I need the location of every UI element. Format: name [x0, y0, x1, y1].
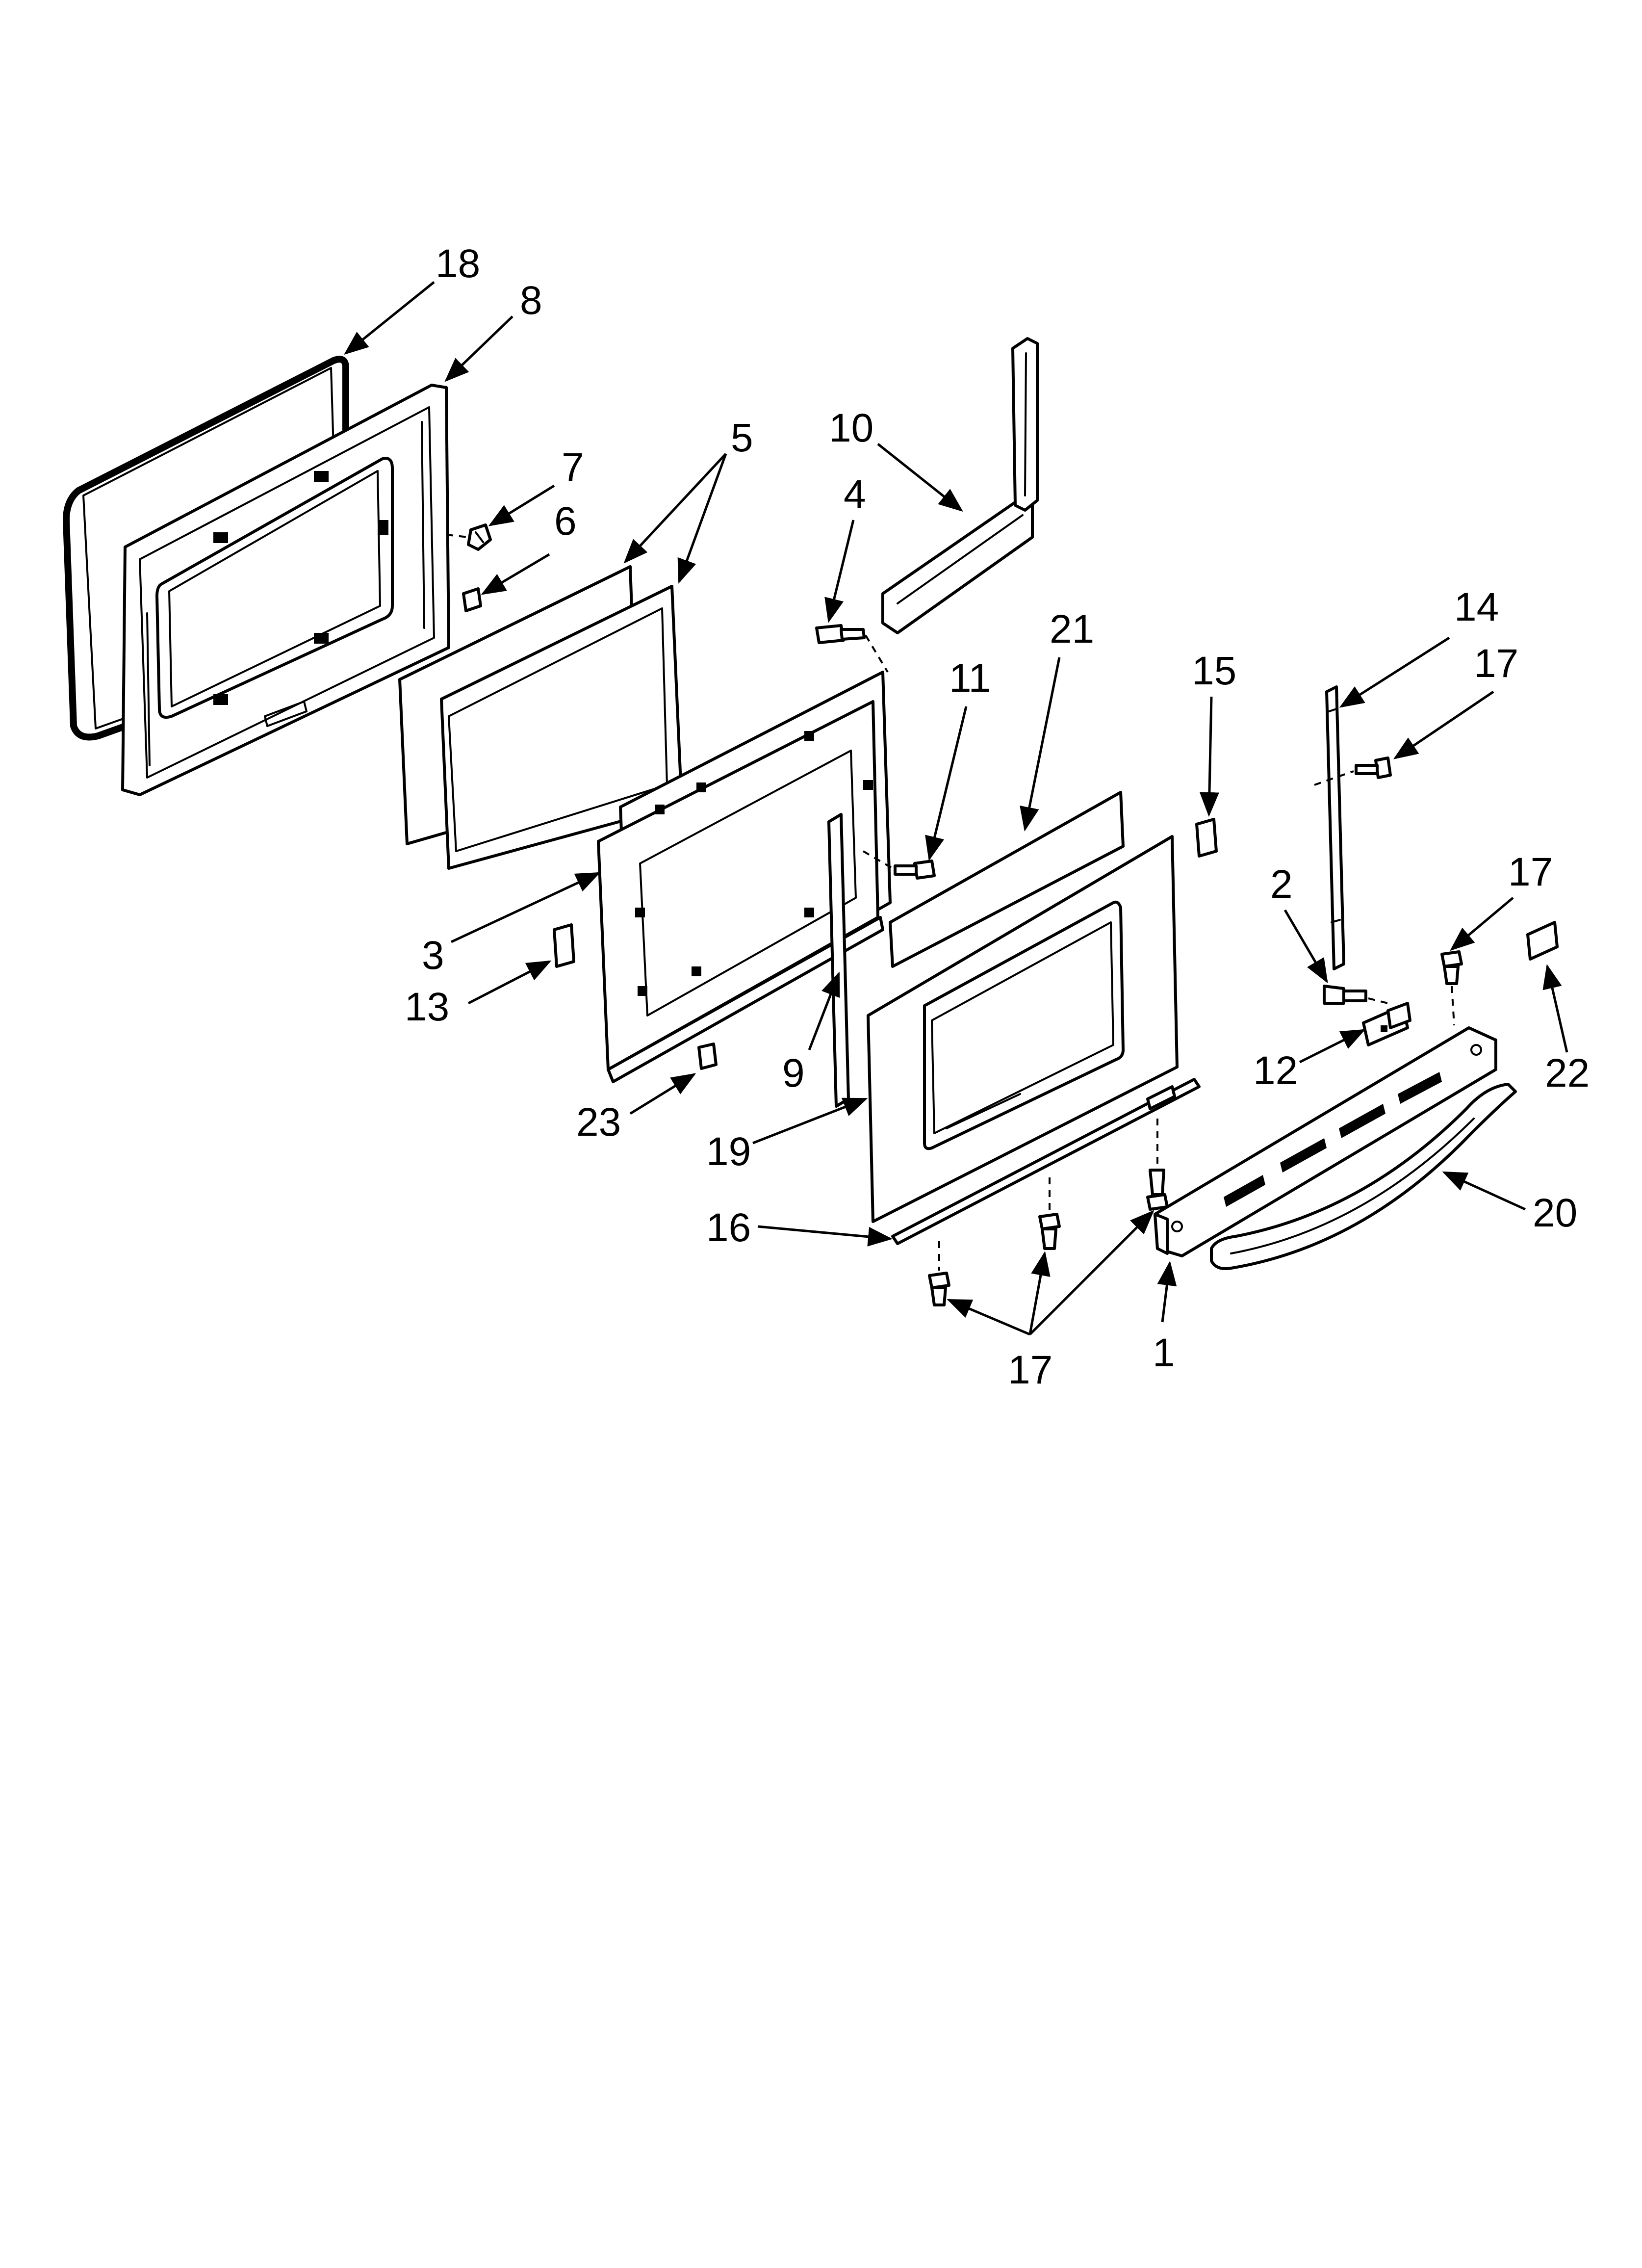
part-3-glass-pack-frame: [597, 671, 892, 1083]
callout-labels: 18 8 7 6 5 10 4 21 11 15 14 17 3 13 9 23…: [405, 241, 1590, 1392]
part-12-mounting-bracket: [1362, 1002, 1411, 1046]
part-22-label: [1526, 921, 1559, 961]
part-17-screw-right: [1355, 756, 1392, 779]
part-21-insulation: [889, 791, 1125, 968]
callout-19: 19: [706, 1129, 751, 1174]
callout-15: 15: [1192, 649, 1236, 693]
part-17-screw-upper-right: [1440, 950, 1463, 985]
part-13-label: [553, 923, 575, 968]
callout-11: 11: [949, 656, 991, 701]
callout-9: 9: [782, 1051, 805, 1095]
callout-12: 12: [1253, 1048, 1298, 1093]
callout-7: 7: [562, 445, 584, 490]
part-17-screw-bottom-b: [1038, 1213, 1061, 1250]
part-17-screw-bottom-c: [1146, 1169, 1169, 1211]
callout-10: 10: [829, 406, 873, 450]
part-2-screw: [1323, 985, 1367, 1005]
callout-20: 20: [1533, 1191, 1577, 1235]
part-4-screw: [815, 624, 866, 644]
part-8-inner-door-frame: [121, 384, 450, 796]
callout-5: 5: [731, 416, 753, 460]
callout-leaders: [344, 281, 1568, 1336]
callout-18: 18: [436, 241, 480, 286]
part-23-label: [697, 1043, 718, 1070]
part-19-outer-door-panel: [867, 835, 1179, 1223]
part-17-screw-bottom-a: [928, 1272, 950, 1306]
callout-21: 21: [1050, 607, 1094, 652]
part-7-clip: [467, 523, 492, 551]
callout-4: 4: [844, 472, 866, 517]
part-14-vertical-strip: [1325, 685, 1345, 970]
part-15-label: [1195, 818, 1218, 858]
part-1-vent-trim: [1154, 1026, 1497, 1257]
part-10-vent-bracket: [881, 337, 1039, 634]
callout-13: 13: [405, 985, 449, 1029]
callout-23: 23: [576, 1100, 621, 1145]
callout-17-upper-right: 17: [1508, 850, 1553, 894]
part-6-block: [462, 587, 482, 612]
part-16-bottom-trim: [891, 1078, 1201, 1245]
callout-14: 14: [1454, 585, 1499, 629]
callout-8: 8: [520, 278, 542, 323]
callout-16: 16: [706, 1205, 751, 1250]
part-11-screw: [894, 860, 936, 880]
callout-6: 6: [554, 499, 577, 544]
callout-1: 1: [1153, 1330, 1175, 1375]
callout-17-bottom: 17: [1008, 1348, 1052, 1392]
part-20-handle: [1210, 1083, 1517, 1270]
callout-2: 2: [1270, 862, 1293, 907]
callout-3: 3: [422, 933, 444, 978]
callout-22: 22: [1545, 1051, 1590, 1095]
callout-17-right: 17: [1474, 641, 1518, 686]
